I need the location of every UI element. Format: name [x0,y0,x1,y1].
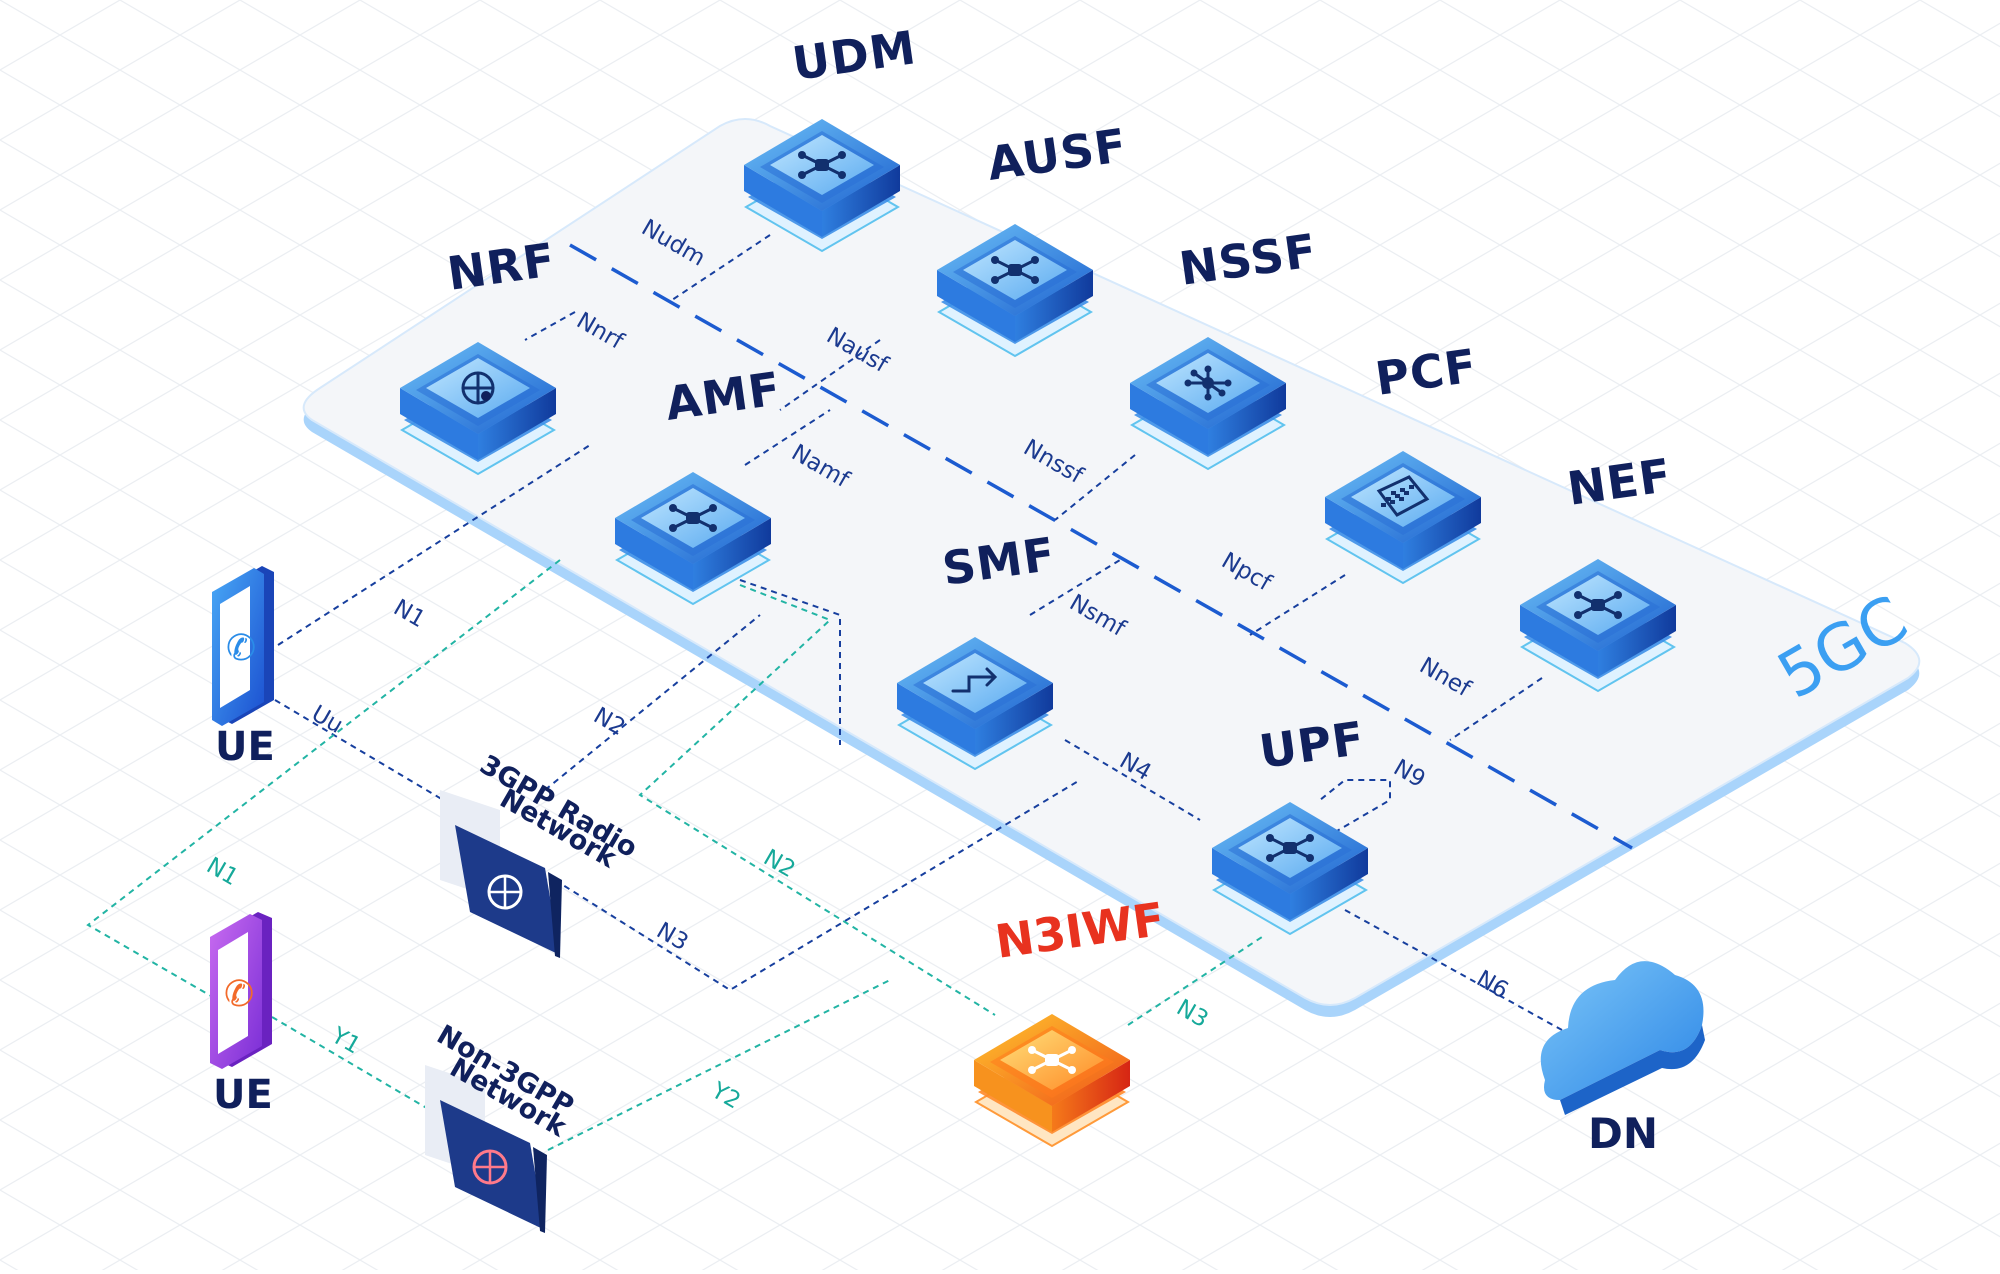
phone-icon: ✆ [226,628,256,669]
3gpp-access-lines [274,444,1581,1041]
upf-block [1212,802,1368,936]
n3iwf-block [974,1014,1130,1148]
amf-block [615,472,771,606]
dn-label: DN [1588,1109,1658,1158]
pcf-block [1325,451,1481,585]
drone-icon [991,256,1039,284]
dn-cloud [1540,961,1705,1115]
drone-icon [1574,591,1622,619]
globe-icon [461,371,495,405]
ausf-block [937,224,1093,358]
radio-network-folder [440,790,562,958]
service-interface-lines [524,234,1543,839]
service-bus-line [569,243,1633,850]
core-platform [302,118,1921,1017]
network-hub-icon [1184,365,1232,401]
udm-block [744,119,900,253]
phone-icon: ✆ [224,974,254,1015]
calculator-icon [1376,475,1430,517]
drone-icon [1266,834,1314,862]
cloud-icon [1540,961,1704,1100]
ue-non3gpp-device: ✆ [210,912,272,1069]
drone-icon [798,151,846,179]
ue-3gpp-label: UE [215,724,275,770]
nssf-block [1130,337,1286,471]
smf-block [897,637,1053,771]
drone-icon [669,504,717,532]
cross-arrows-icon [1028,1046,1076,1074]
ue-3gpp-device: ✆ [212,566,274,726]
nef-block [1520,559,1676,693]
non3gpp-access-lines [86,559,1266,1151]
network-functions-layer [400,119,1676,1148]
ue-non3gpp-label: UE [213,1072,273,1118]
pipe-icon [951,667,998,693]
non3gpp-network-folder [425,1065,547,1233]
nrf-block [400,342,556,476]
